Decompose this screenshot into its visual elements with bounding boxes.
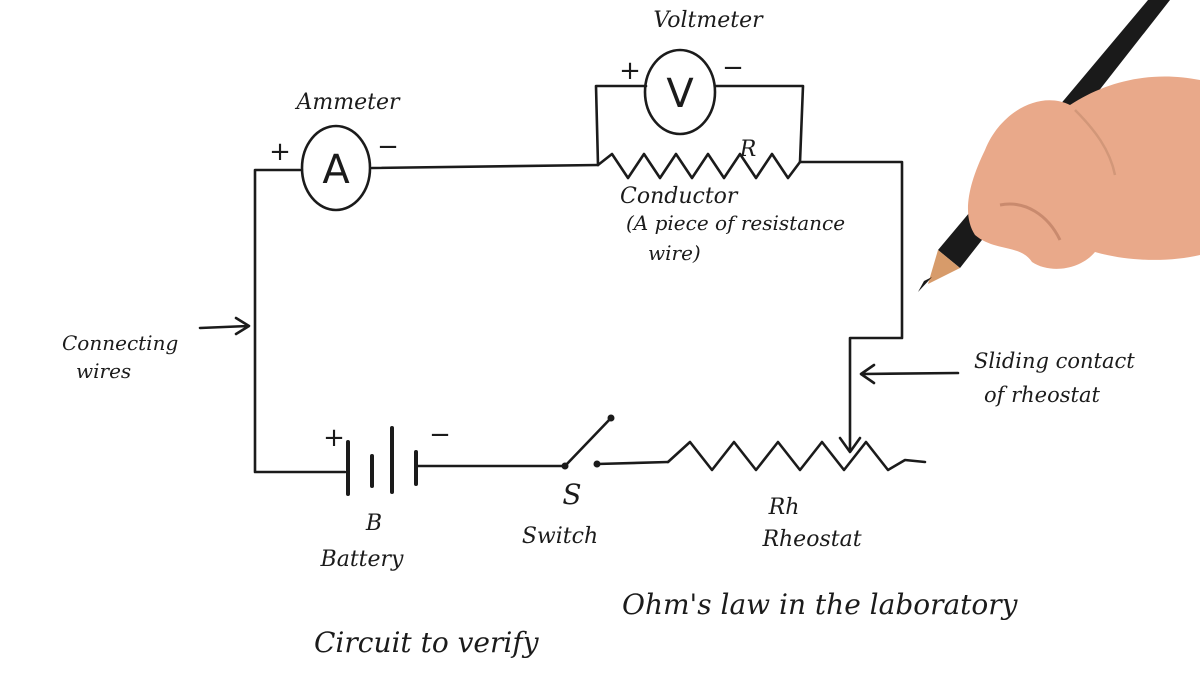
battery-symbol: B [365, 511, 382, 536]
connecting-wires-label-line1: Connecting [62, 331, 178, 355]
hand-shape [967, 76, 1200, 269]
hand-with-pencil [918, 0, 1200, 292]
switch-contact-right [593, 460, 601, 468]
rheostat-label: Rheostat [761, 527, 861, 552]
ammeter: A + − Ammeter [269, 90, 401, 212]
connecting-wires-label-line2: wires [76, 359, 131, 383]
battery: + − B Battery [320, 420, 451, 572]
wire-switch-to-rheostat [595, 460, 670, 466]
connecting-wires-annotation: Connecting wires [62, 316, 251, 383]
sliding-contact-label-line1: Sliding contact [974, 349, 1135, 373]
wire-right-side [798, 160, 904, 452]
ammeter-label: Ammeter [294, 90, 400, 115]
pencil-lead [918, 277, 932, 292]
voltmeter-parallel-wire [594, 84, 805, 167]
battery-minus-sign: − [429, 420, 451, 450]
title-line2: Ohm's law in the laboratory [622, 588, 1019, 621]
voltmeter-plus-sign: + [619, 56, 641, 86]
wire-left-top [253, 168, 347, 474]
switch-label: Switch [522, 524, 598, 549]
sliding-contact-label-line2: of rheostat [984, 383, 1100, 407]
hand-knuckle-line [1074, 109, 1117, 176]
ammeter-symbol: A [322, 147, 350, 193]
ammeter-circle [300, 124, 372, 212]
resistor-symbol: R [739, 137, 757, 162]
diagram-title: Circuit to verify Ohm's law in the labor… [314, 588, 1019, 659]
conductor-label: Conductor [620, 184, 739, 209]
ammeter-minus-sign: − [377, 132, 399, 162]
connecting-wires [253, 160, 904, 474]
conductor-note-line1: (A piece of resistance [626, 211, 845, 235]
conductor-resistor: R Conductor (A piece of resistance wire) [596, 137, 845, 265]
pencil-wood-tip [928, 250, 960, 284]
ammeter-plus-sign: + [269, 137, 291, 167]
sliding-contact-annotation: Sliding contact of rheostat [859, 349, 1135, 407]
voltmeter-minus-sign: − [722, 53, 744, 83]
rheostat-symbol: Rh [768, 495, 800, 520]
battery-label: Battery [320, 547, 405, 572]
voltmeter: V + − Voltmeter [594, 8, 805, 167]
battery-plus-sign: + [323, 423, 345, 453]
voltmeter-circle [643, 48, 717, 136]
sliding-contact-arrowhead [838, 436, 862, 454]
sliding-contact-arrow [859, 363, 960, 385]
voltmeter-symbol: V [666, 71, 694, 117]
switch-symbol: S [562, 478, 581, 511]
rheostat-zigzag [666, 440, 927, 472]
title-line1: Circuit to verify [314, 626, 540, 659]
rheostat: Rh Rheostat [666, 436, 927, 552]
conductor-zigzag [596, 152, 802, 180]
connecting-wires-arrow [198, 316, 251, 336]
switch: S Switch [522, 414, 615, 549]
switch-lever [563, 416, 613, 468]
voltmeter-label: Voltmeter [653, 8, 764, 33]
conductor-note-line2: wire) [648, 241, 701, 265]
wire-ammeter-to-conductor [370, 163, 600, 170]
hand-finger-shadow [999, 202, 1062, 241]
